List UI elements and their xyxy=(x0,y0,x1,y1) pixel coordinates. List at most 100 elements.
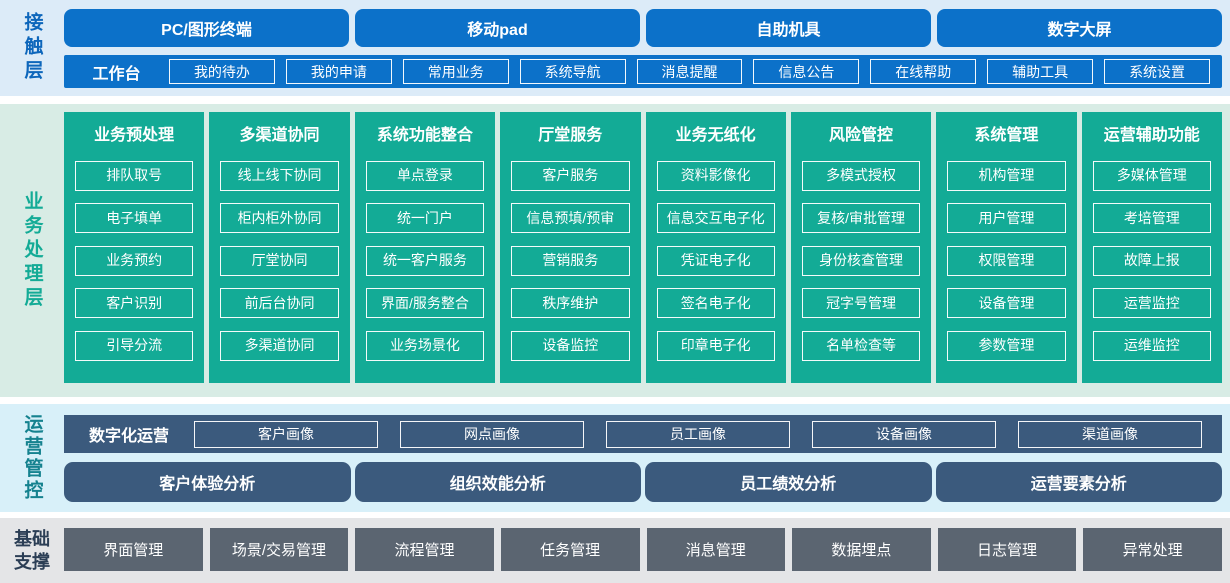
business-columns: 业务预处理 排队取号 电子填单 业务预约 客户识别 引导分流 xyxy=(64,104,1230,397)
workbench-button[interactable]: 辅助工具 xyxy=(987,59,1094,84)
profile-button[interactable]: 设备画像 xyxy=(812,420,996,448)
business-item[interactable]: 设备管理 xyxy=(947,288,1066,318)
business-item[interactable]: 电子填单 xyxy=(75,203,194,233)
business-item[interactable]: 客户识别 xyxy=(75,288,194,318)
profile-button[interactable]: 渠道画像 xyxy=(1018,420,1202,448)
business-layer-label-col: 业务处理层 xyxy=(0,104,64,397)
business-item[interactable]: 冠字号管理 xyxy=(801,288,921,318)
business-item[interactable]: 引导分流 xyxy=(75,330,194,361)
business-item[interactable]: 客户服务 xyxy=(511,160,630,191)
terminal-button[interactable]: 自助机具 xyxy=(646,9,931,47)
business-column-title: 风险管控 xyxy=(829,127,894,144)
analysis-button[interactable]: 组织效能分析 xyxy=(354,462,641,502)
foundation-button[interactable]: 消息管理 xyxy=(646,528,786,571)
contact-layer-band: 接触层 PC/图形终端 移动pad 自助机具 数字大屏 工作台 我的待 xyxy=(0,0,1230,96)
business-item[interactable]: 多渠道协同 xyxy=(220,330,339,361)
business-item[interactable]: 名单检查等 xyxy=(801,330,921,361)
workbench-items: 我的待办 我的申请 常用业务 系统导航 消息提醒 信息公告 在线帮助 辅助工具 xyxy=(169,59,1211,84)
business-item[interactable]: 用户管理 xyxy=(947,203,1066,233)
business-item[interactable]: 身份核查管理 xyxy=(801,245,921,276)
business-column-title: 业务无纸化 xyxy=(675,127,756,144)
business-item[interactable]: 运营监控 xyxy=(1092,288,1211,318)
workbench-button[interactable]: 消息提醒 xyxy=(636,59,743,84)
business-column-items: 多模式授权 复核/审批管理 身份核查管理 冠字号管理 名单检查等 xyxy=(801,148,921,373)
business-item[interactable]: 厅堂协同 xyxy=(220,245,339,276)
business-column-items: 多媒体管理 考培管理 故障上报 运营监控 运维监控 xyxy=(1092,148,1211,373)
business-item[interactable]: 多媒体管理 xyxy=(1092,160,1211,191)
business-item[interactable]: 信息交互电子化 xyxy=(656,203,775,233)
profile-button[interactable]: 客户画像 xyxy=(194,420,378,448)
foundation-button[interactable]: 流程管理 xyxy=(355,528,494,571)
business-item[interactable]: 权限管理 xyxy=(947,245,1066,276)
business-item[interactable]: 设备监控 xyxy=(511,330,630,361)
foundation-layer-label-col: 基础支撑 xyxy=(0,518,64,583)
business-item[interactable]: 营销服务 xyxy=(511,245,630,276)
business-column: 厅堂服务 客户服务 信息预填/预审 营销服务 秩序维护 设备监控 xyxy=(500,112,641,383)
operation-layer-band: 运营管控 数字化运营 客户画像 网点画像 员工画像 设备画像 渠道画像 xyxy=(0,404,1230,512)
business-layer-band: 业务处理层 业务预处理 排队取号 电子填单 业务预约 客户 xyxy=(0,104,1230,397)
workbench-button[interactable]: 系统导航 xyxy=(519,59,626,84)
business-item[interactable]: 柜内柜外协同 xyxy=(220,203,339,233)
business-item[interactable]: 排队取号 xyxy=(75,160,194,191)
workbench-button[interactable]: 系统设置 xyxy=(1104,59,1211,84)
business-item[interactable]: 界面/服务整合 xyxy=(365,288,485,318)
business-item[interactable]: 单点登录 xyxy=(365,160,485,191)
business-column: 运营辅助功能 多媒体管理 考培管理 故障上报 运营监控 运维监控 xyxy=(1081,112,1222,383)
business-item[interactable]: 业务场景化 xyxy=(365,330,485,361)
business-item[interactable]: 线上线下协同 xyxy=(220,160,339,191)
business-item[interactable]: 秩序维护 xyxy=(511,288,630,318)
business-item[interactable]: 签名电子化 xyxy=(656,288,775,318)
terminal-button[interactable]: 数字大屏 xyxy=(937,9,1222,47)
foundation-button[interactable]: 日志管理 xyxy=(937,528,1077,571)
business-item[interactable]: 信息预填/预审 xyxy=(511,203,630,233)
contact-layer-label-col: 接触层 xyxy=(0,0,64,96)
workbench-bar: 工作台 我的待办 我的申请 常用业务 系统导航 消息提醒 信息公告 xyxy=(64,55,1222,88)
foundation-button[interactable]: 异常处理 xyxy=(1083,528,1222,571)
profile-button[interactable]: 员工画像 xyxy=(606,420,790,448)
workbench-button[interactable]: 在线帮助 xyxy=(870,59,977,84)
business-column-items: 客户服务 信息预填/预审 营销服务 秩序维护 设备监控 xyxy=(511,148,630,373)
business-item[interactable]: 凭证电子化 xyxy=(656,245,775,276)
business-item[interactable]: 故障上报 xyxy=(1092,245,1211,276)
business-column-title: 系统功能整合 xyxy=(376,127,473,144)
business-item[interactable]: 资料影像化 xyxy=(656,160,775,191)
workbench-button[interactable]: 我的申请 xyxy=(285,59,392,84)
foundation-layer-label: 基础支撑 xyxy=(14,529,50,572)
terminal-button[interactable]: PC/图形终端 xyxy=(64,9,349,47)
business-column: 业务预处理 排队取号 电子填单 业务预约 客户识别 引导分流 xyxy=(64,112,205,383)
business-column-items: 排队取号 电子填单 业务预约 客户识别 引导分流 xyxy=(75,148,194,373)
business-item[interactable]: 运维监控 xyxy=(1092,330,1211,361)
business-column-title: 业务预处理 xyxy=(94,127,175,144)
business-item[interactable]: 统一门户 xyxy=(365,203,485,233)
operation-layer-label: 运营管控 xyxy=(21,414,43,502)
terminal-button[interactable]: 移动pad xyxy=(355,9,640,47)
analysis-button[interactable]: 运营要素分析 xyxy=(935,462,1222,502)
profile-button[interactable]: 网点画像 xyxy=(400,420,584,448)
workbench-button[interactable]: 我的待办 xyxy=(169,59,275,84)
business-item[interactable]: 考培管理 xyxy=(1092,203,1211,233)
foundation-button[interactable]: 界面管理 xyxy=(64,528,203,571)
foundation-row: 界面管理 场景/交易管理 流程管理 任务管理 消息管理 数据埋点 日志管理 异常… xyxy=(64,528,1222,571)
business-column: 多渠道协同 线上线下协同 柜内柜外协同 厅堂协同 前后台协同 多渠道协同 xyxy=(209,112,350,383)
business-item[interactable]: 前后台协同 xyxy=(220,288,339,318)
foundation-button[interactable]: 场景/交易管理 xyxy=(209,528,349,571)
analysis-button[interactable]: 员工绩效分析 xyxy=(645,462,932,502)
business-column: 系统管理 机构管理 用户管理 权限管理 设备管理 参数管理 xyxy=(936,112,1077,383)
business-item[interactable]: 统一客户服务 xyxy=(365,245,485,276)
business-item[interactable]: 多模式授权 xyxy=(801,160,921,191)
analysis-button[interactable]: 客户体验分析 xyxy=(64,462,351,502)
business-item[interactable]: 印章电子化 xyxy=(656,330,775,361)
workbench-button[interactable]: 信息公告 xyxy=(753,59,860,84)
business-item[interactable]: 参数管理 xyxy=(947,330,1066,361)
foundation-button[interactable]: 任务管理 xyxy=(500,528,640,571)
business-column-title: 厅堂服务 xyxy=(538,127,603,144)
business-item[interactable]: 业务预约 xyxy=(75,245,194,276)
business-column-items: 单点登录 统一门户 统一客户服务 界面/服务整合 业务场景化 xyxy=(365,148,485,373)
business-column-title: 运营辅助功能 xyxy=(1103,127,1200,144)
business-layer-label: 业务处理层 xyxy=(21,190,43,311)
business-item[interactable]: 复核/审批管理 xyxy=(801,203,921,233)
operation-layer-label-col: 运营管控 xyxy=(0,404,64,512)
foundation-button[interactable]: 数据埋点 xyxy=(792,528,931,571)
workbench-button[interactable]: 常用业务 xyxy=(402,59,509,84)
business-item[interactable]: 机构管理 xyxy=(947,160,1066,191)
